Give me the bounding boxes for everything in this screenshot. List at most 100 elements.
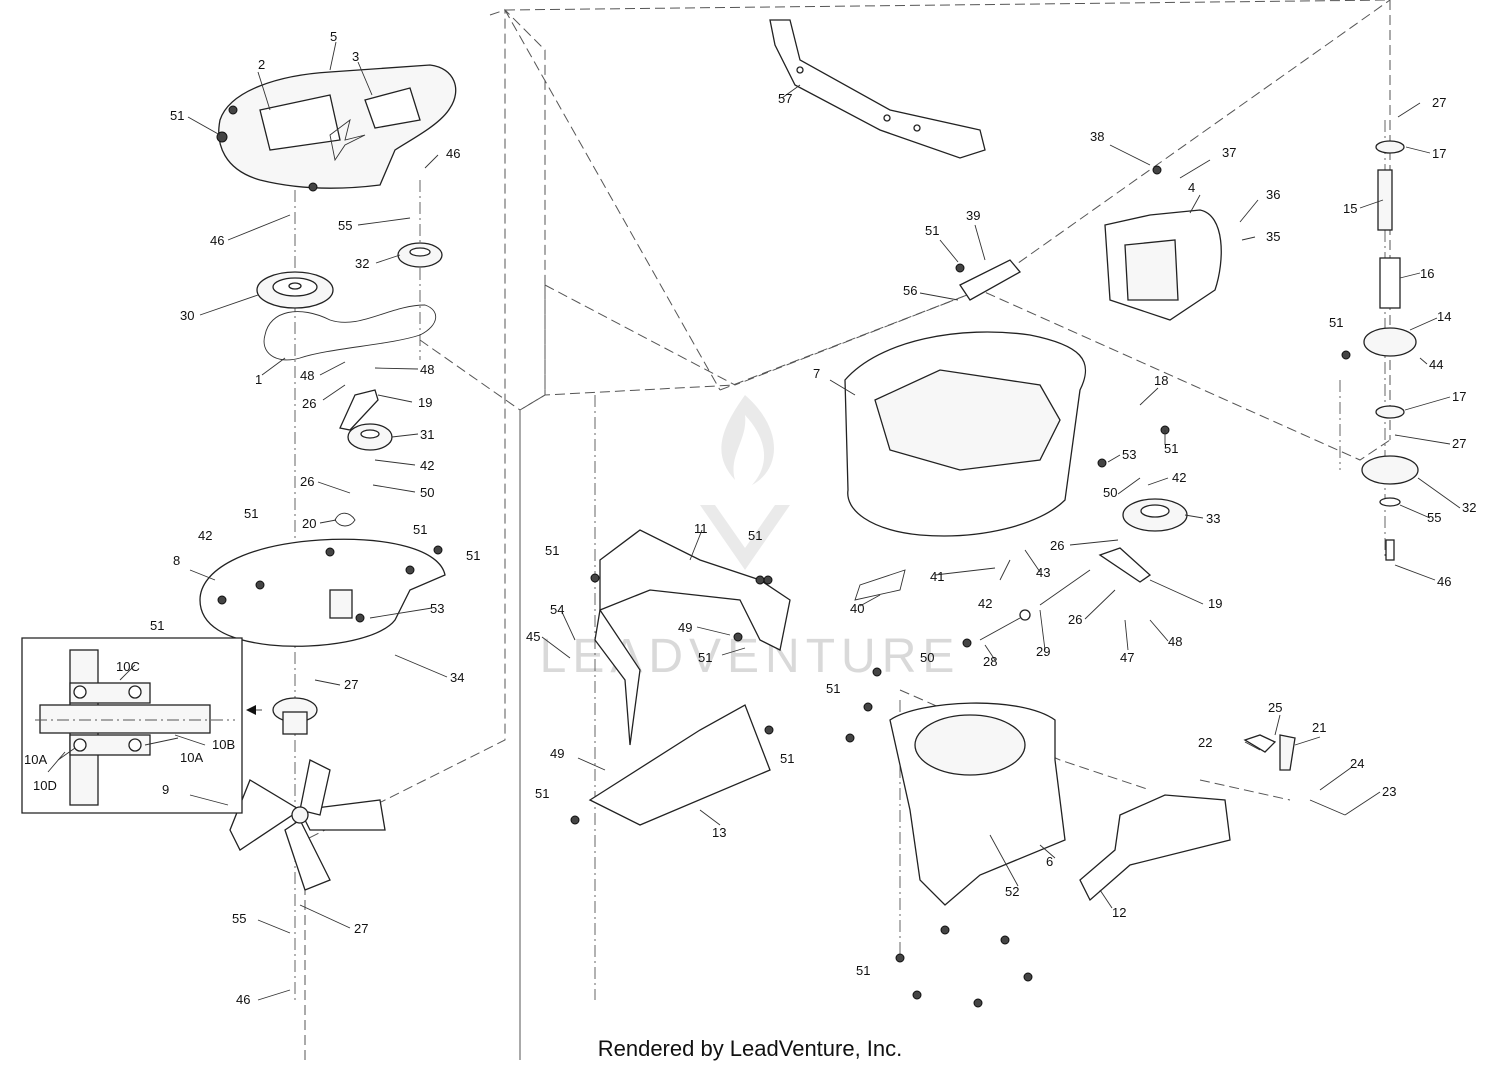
callout-26-a: 26: [302, 396, 316, 411]
callout-50-c: 50: [920, 650, 934, 665]
callout-51-c: 51: [413, 522, 427, 537]
callout-52: 52: [1005, 884, 1019, 899]
callout-18: 18: [1154, 373, 1168, 388]
callout-51-e: 51: [150, 618, 164, 633]
spindle-detail-inset: [21, 637, 262, 814]
callout-10c: 10C: [116, 659, 140, 674]
callout-40: 40: [850, 601, 864, 616]
callout-51-a: 51: [170, 108, 184, 123]
callout-21: 21: [1312, 720, 1326, 735]
blower-housing-part-7: [844, 331, 1087, 537]
callout-49-a: 49: [678, 620, 692, 635]
callout-42-a: 42: [420, 458, 434, 473]
spring-part-20: [334, 512, 356, 527]
latch-assembly-parts-21-25: [1243, 734, 1346, 816]
callout-53-b: 53: [1122, 447, 1136, 462]
callout-38: 38: [1090, 129, 1104, 144]
shaft-column-right: [1361, 140, 1419, 561]
callout-50-a: 50: [420, 485, 434, 500]
callout-32-b: 32: [1462, 500, 1476, 515]
callout-19-a: 19: [418, 395, 432, 410]
bracket-part-57: [769, 19, 986, 159]
callout-14: 14: [1437, 309, 1451, 324]
callout-37: 37: [1222, 145, 1236, 160]
callout-29: 29: [1036, 644, 1050, 659]
callout-32-a: 32: [355, 256, 369, 271]
callout-47: 47: [1120, 650, 1134, 665]
callout-36: 36: [1266, 187, 1280, 202]
tension-arm-part-19-right: [1098, 547, 1152, 583]
callout-51-l: 51: [780, 751, 794, 766]
callout-53-a: 53: [430, 601, 444, 616]
idler-pulley-part-31: [347, 423, 393, 451]
callout-5: 5: [330, 29, 337, 44]
callout-30: 30: [180, 308, 194, 323]
callout-27-a: 27: [344, 677, 358, 692]
leader-lines: [47, 41, 1461, 1001]
callout-45: 45: [526, 629, 540, 644]
callout-8: 8: [173, 553, 180, 568]
handle-pin-part-40: [854, 569, 906, 601]
callout-19-b: 19: [1208, 596, 1222, 611]
latch-part-39: [959, 259, 1022, 301]
callout-10d: 10D: [33, 778, 57, 793]
fasteners: [216, 105, 1351, 1008]
callout-12: 12: [1112, 905, 1126, 920]
callout-13: 13: [712, 825, 726, 840]
callout-34: 34: [450, 670, 464, 685]
callout-39: 39: [966, 208, 980, 223]
deflector-part-13: [588, 704, 771, 826]
spindle-hub-part-10: [272, 697, 318, 735]
callout-51-b: 51: [244, 506, 258, 521]
callout-7: 7: [813, 366, 820, 381]
callout-26-c: 26: [1050, 538, 1064, 553]
footer-credit: Rendered by LeadVenture, Inc.: [597, 1036, 903, 1061]
callout-9: 9: [162, 782, 169, 797]
callout-1: 1: [255, 372, 262, 387]
callout-49-b: 49: [550, 746, 564, 761]
drive-pulley-part-30: [256, 271, 334, 309]
callout-51-g: 51: [1164, 441, 1178, 456]
callout-10a-1: 10A: [24, 752, 47, 767]
callout-48-b: 48: [420, 362, 434, 377]
callout-6: 6: [1046, 854, 1053, 869]
callout-43: 43: [1036, 565, 1050, 580]
mount-plate-part-8: [199, 538, 446, 647]
callout-33: 33: [1206, 511, 1220, 526]
pulley-part-33: [1122, 498, 1188, 532]
callout-42-c: 42: [1172, 470, 1186, 485]
callout-55-c: 55: [1427, 510, 1441, 525]
callout-55-b: 55: [232, 911, 246, 926]
eye-bolt-part-28: [979, 609, 1031, 641]
callout-41: 41: [930, 569, 944, 584]
callout-27-d: 27: [1452, 436, 1466, 451]
callout-17-a: 17: [1432, 146, 1446, 161]
callout-15: 15: [1343, 201, 1357, 216]
callout-35: 35: [1266, 229, 1280, 244]
callout-27-c: 27: [1432, 95, 1446, 110]
watermark-logo: [700, 395, 790, 570]
callout-3: 3: [352, 49, 359, 64]
belt-cover-part-5: [218, 64, 457, 189]
callout-48-c: 48: [1168, 634, 1182, 649]
callout-51-o: 51: [1329, 315, 1343, 330]
callout-17-b: 17: [1452, 389, 1466, 404]
callout-55-a: 55: [338, 218, 352, 233]
callout-26-b: 26: [300, 474, 314, 489]
callout-54: 54: [550, 602, 564, 617]
pulley-part-32-left: [397, 242, 443, 268]
callout-51-m: 51: [535, 786, 549, 801]
callout-27-b: 27: [354, 921, 368, 936]
callout-51-n: 51: [856, 963, 870, 978]
callout-44: 44: [1429, 357, 1443, 372]
callout-20: 20: [302, 516, 316, 531]
fan-impeller-part-9: [229, 759, 386, 891]
callout-51-i: 51: [748, 528, 762, 543]
callout-16: 16: [1420, 266, 1434, 281]
callout-46-d: 46: [1437, 574, 1451, 589]
callout-51-d: 51: [466, 548, 480, 563]
callout-46-c: 46: [236, 992, 250, 1007]
callout-46-a: 46: [446, 146, 460, 161]
discharge-chute-part-4: [1104, 209, 1222, 321]
